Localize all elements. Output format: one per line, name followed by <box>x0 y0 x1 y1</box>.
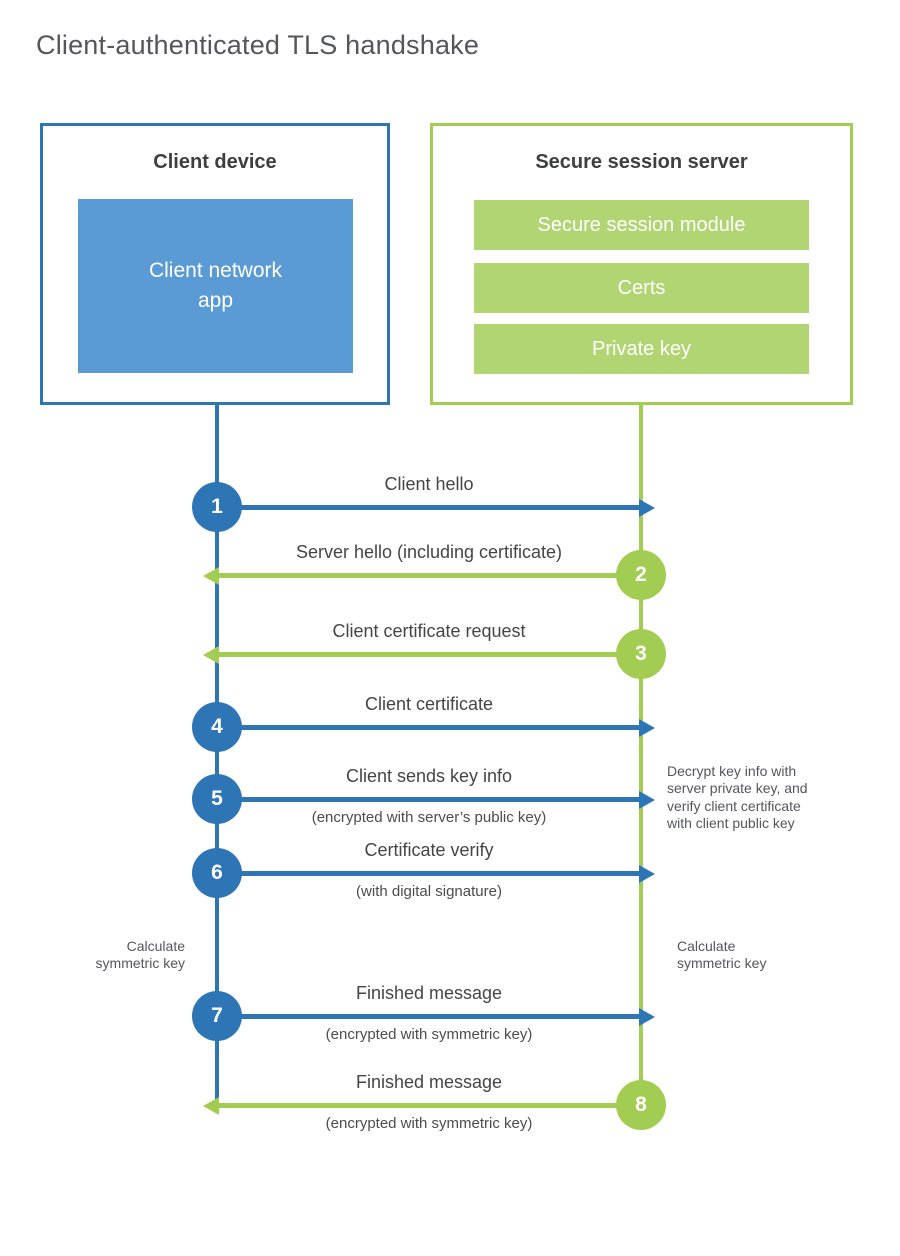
step-8-arrow <box>203 1096 641 1115</box>
server-module-private-key: Private key <box>474 324 809 374</box>
step-2-arrow <box>203 566 641 585</box>
decrypt-key-note: Decrypt key info with server private key… <box>667 763 808 832</box>
step-6-circle: 6 <box>192 848 242 898</box>
arrowhead-right-icon <box>639 790 655 809</box>
step-7-label: Finished message <box>355 983 503 1003</box>
page-title: Client-authenticated TLS handshake <box>36 30 480 60</box>
step-5-sublabel: (encrypted with server’s public key) <box>311 809 547 826</box>
step-3-circle: 3 <box>616 629 666 679</box>
step-2-circle: 2 <box>616 550 666 600</box>
arrowhead-right-icon <box>639 864 655 883</box>
step-6-sublabel: (with digital signature) <box>356 883 502 900</box>
calculate-symmetric-key-server-note: Calculate symmetric key <box>677 938 767 972</box>
arrowhead-left-icon <box>203 645 219 664</box>
step-6-label: Certificate verify <box>364 840 494 860</box>
step-5-label: Client sends key info <box>345 766 513 786</box>
server-title: Secure session server <box>535 151 748 173</box>
step-3-arrow <box>203 645 641 664</box>
step-5-circle: 5 <box>192 774 242 824</box>
step-4-circle: 4 <box>192 702 242 752</box>
server-lifeline <box>639 405 643 1110</box>
arrowhead-right-icon <box>639 498 655 517</box>
calculate-symmetric-key-client-note: Calculate symmetric key <box>95 938 185 972</box>
step-8-label: Finished message <box>355 1072 503 1092</box>
step-1-arrow <box>217 498 655 517</box>
arrowhead-right-icon <box>639 718 655 737</box>
step-4-label: Client certificate <box>364 694 494 714</box>
step-8-sublabel: (encrypted with symmetric key) <box>325 1115 533 1132</box>
step-1-label: Client hello <box>384 474 474 494</box>
client-device-box: Client device Client network app <box>40 123 390 405</box>
arrowhead-left-icon <box>203 1096 219 1115</box>
arrowhead-left-icon <box>203 566 219 585</box>
step-6-arrow <box>217 864 655 883</box>
server-module-certs: Certs <box>474 263 809 313</box>
client-network-app-label: Client network app <box>148 258 283 312</box>
step-7-sublabel: (encrypted with symmetric key) <box>325 1026 533 1043</box>
server-box: Secure session server Secure session mod… <box>430 123 853 405</box>
step-8-circle: 8 <box>616 1080 666 1130</box>
server-module-secure-session: Secure session module <box>474 200 809 250</box>
step-7-circle: 7 <box>192 991 242 1041</box>
step-3-label: Client certificate request <box>332 621 526 641</box>
client-lifeline <box>215 405 219 1110</box>
client-device-title: Client device <box>153 151 277 173</box>
step-5-arrow <box>217 790 655 809</box>
step-7-arrow <box>217 1007 655 1026</box>
step-2-label: Server hello (including certificate) <box>295 542 563 562</box>
step-4-arrow <box>217 718 655 737</box>
client-network-app-box: Client network app <box>78 199 353 373</box>
step-1-circle: 1 <box>192 482 242 532</box>
arrowhead-right-icon <box>639 1007 655 1026</box>
